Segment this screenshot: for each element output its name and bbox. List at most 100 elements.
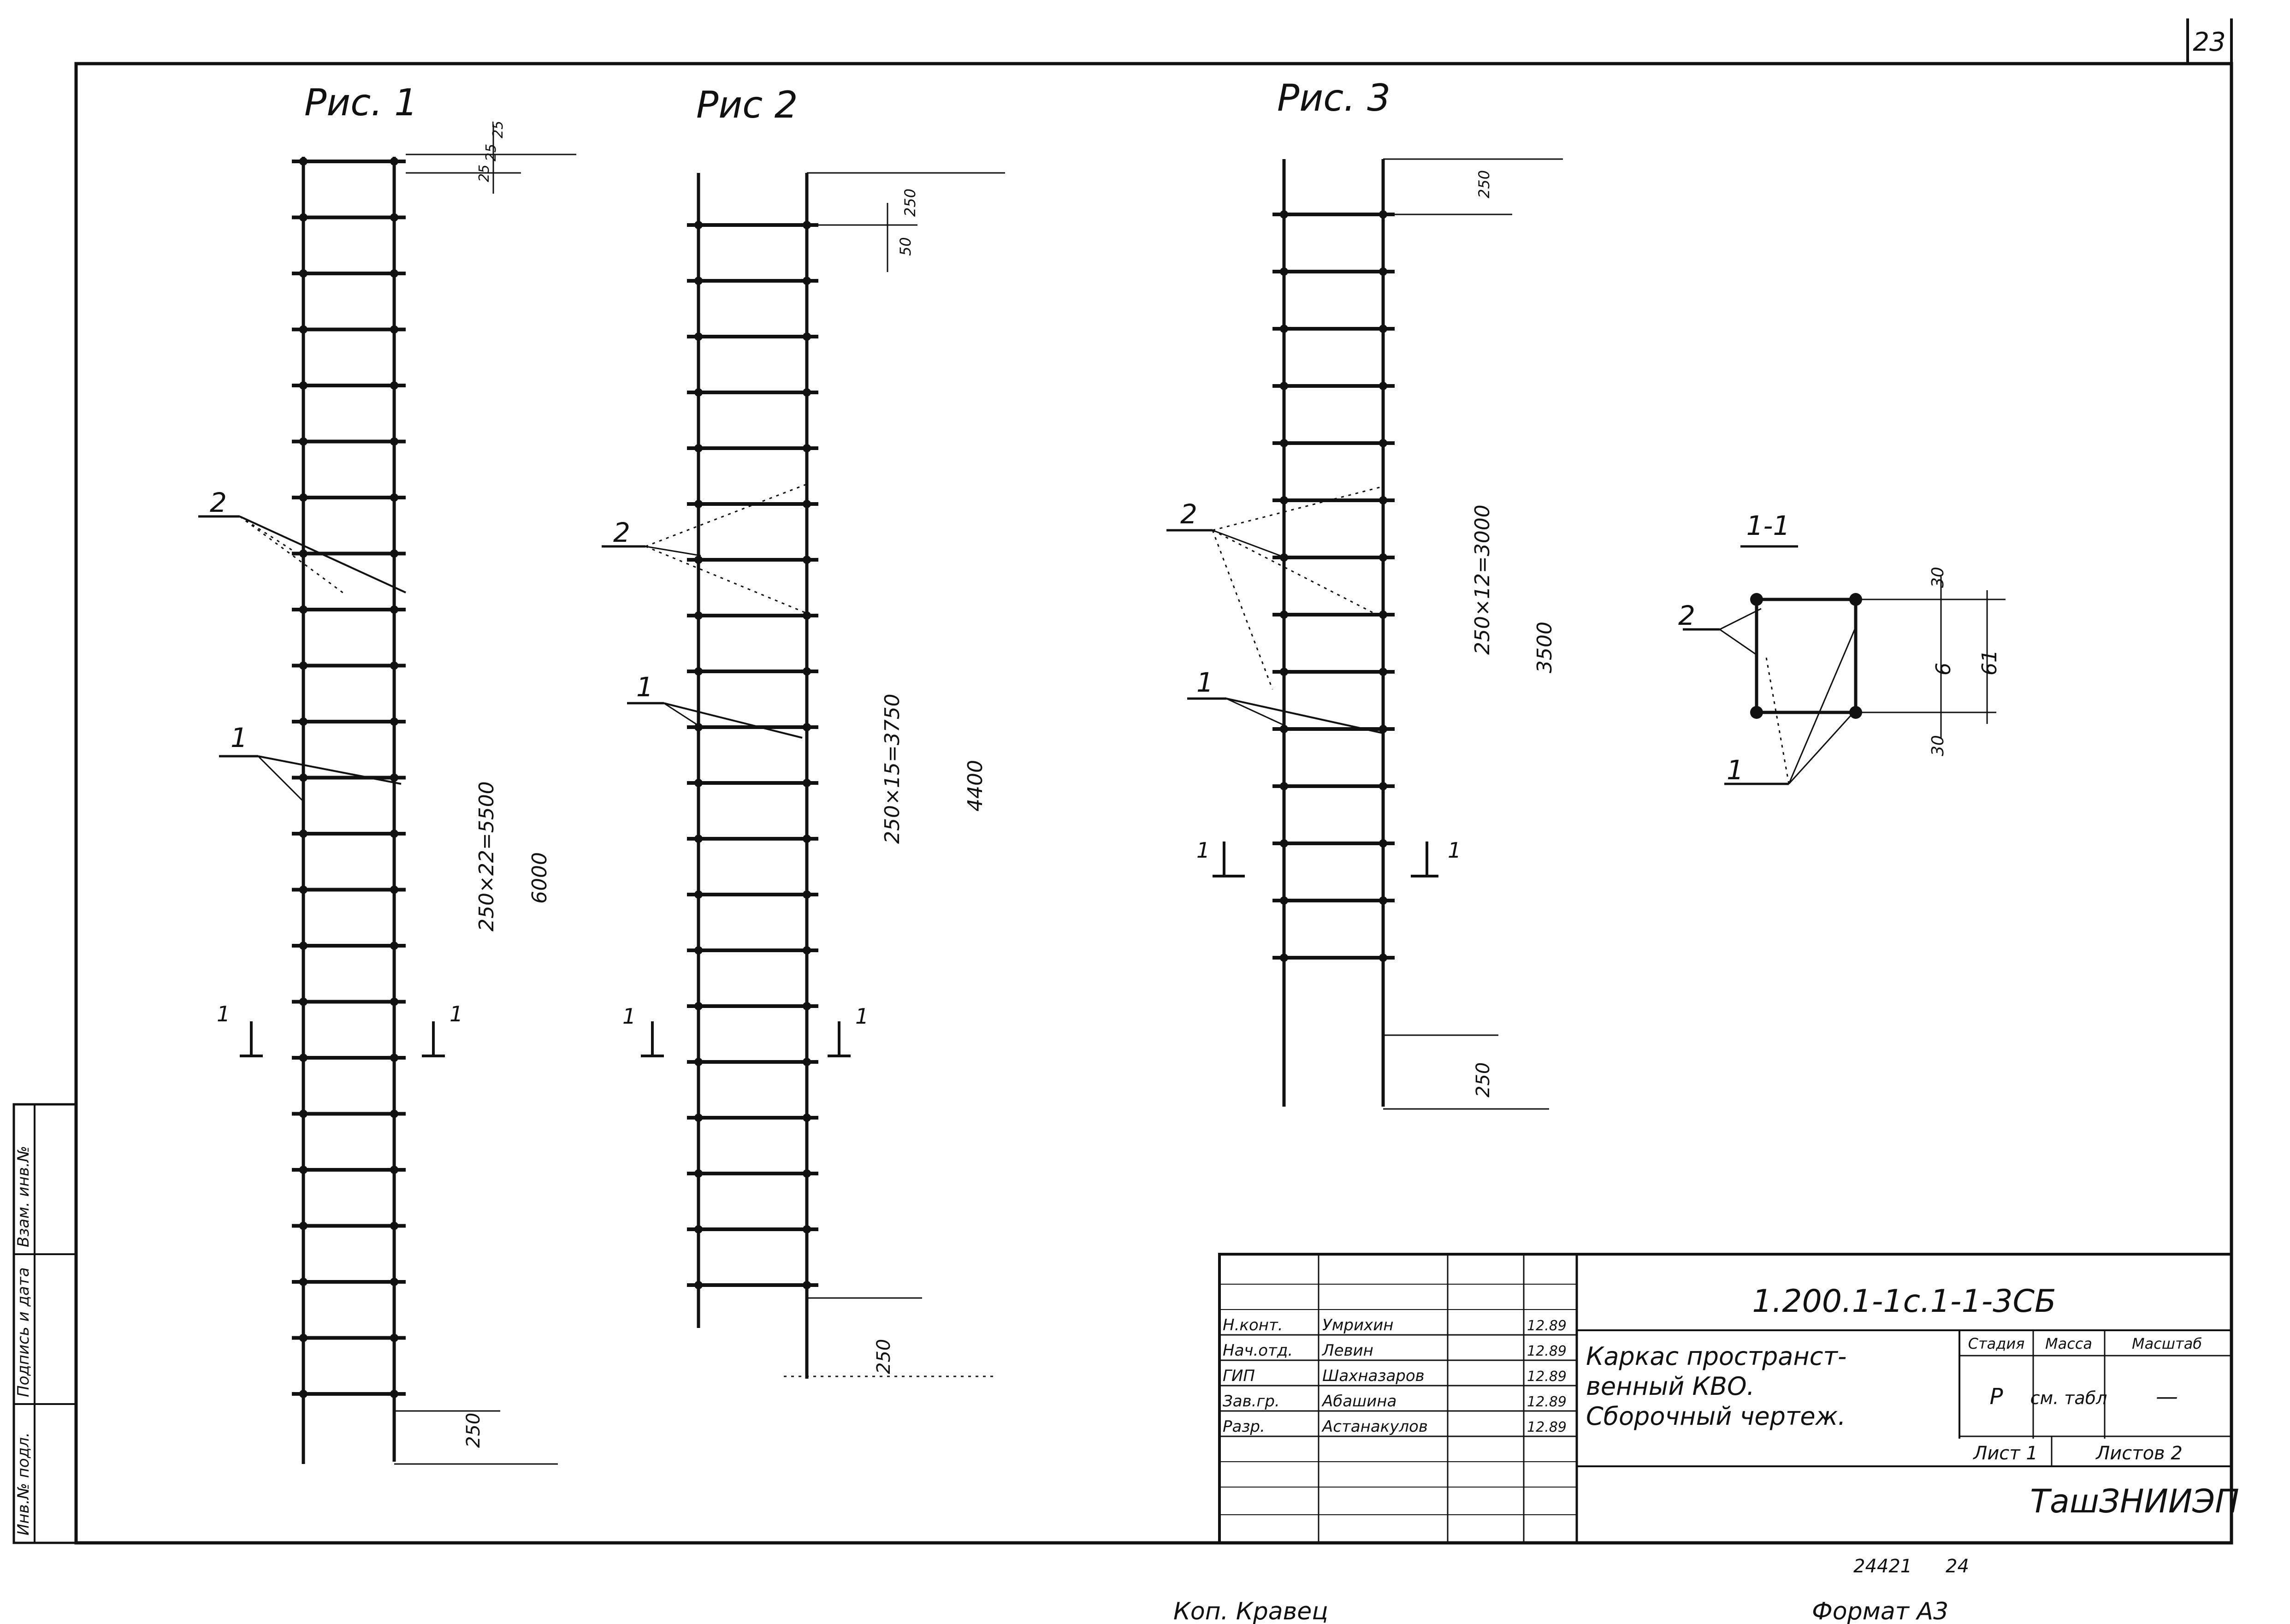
weld-point bbox=[1280, 610, 1288, 619]
rod-section-point bbox=[1750, 593, 1763, 606]
leader-line bbox=[239, 516, 406, 593]
figure-3-dim-end: 250 bbox=[1473, 1062, 1494, 1097]
figure-1-title: Рис. 1 bbox=[304, 81, 418, 124]
weld-point bbox=[1280, 439, 1288, 447]
weld-point bbox=[299, 1166, 308, 1174]
leader-line bbox=[1719, 628, 1757, 656]
weld-point bbox=[1280, 496, 1288, 504]
weld-point bbox=[299, 157, 308, 166]
weld-point bbox=[299, 885, 308, 894]
weld-point bbox=[694, 890, 703, 899]
sheet-number: 23 bbox=[2193, 27, 2225, 57]
figure-1-callout-2: 2 bbox=[210, 487, 227, 518]
weld-point bbox=[299, 493, 308, 502]
leader-line bbox=[1719, 608, 1762, 630]
weld-point bbox=[803, 946, 811, 954]
name: Шахназаров bbox=[1322, 1367, 1425, 1385]
figure-3-callout-1: 1 bbox=[1196, 667, 1213, 698]
section-1-1: 1-1 30 6 30 61 2 1 bbox=[1678, 510, 2006, 786]
weld-point bbox=[1280, 839, 1288, 848]
weld-point bbox=[1280, 267, 1288, 276]
weld-point bbox=[390, 437, 398, 446]
role-row: Разр. Астанакулов 12.89 bbox=[1223, 1417, 1567, 1436]
figure-2: Рис 2 250×15=3750 4400 250 250 50 2 1 1 … bbox=[602, 83, 1005, 1379]
role-row: Н.конт. Умрихин 12.89 bbox=[1223, 1316, 1567, 1334]
weld-point bbox=[299, 1390, 308, 1398]
figure-3-dim-top-a: 250 bbox=[1475, 170, 1493, 198]
weld-point bbox=[390, 1390, 398, 1398]
name: Астанакулов bbox=[1321, 1417, 1428, 1436]
weld-point bbox=[694, 1281, 703, 1289]
weld-point bbox=[299, 1334, 308, 1342]
title-line-1: Каркас пространст- bbox=[1586, 1342, 1846, 1371]
leader-line bbox=[1212, 530, 1273, 690]
weld-point bbox=[1280, 954, 1288, 962]
weld-point bbox=[1379, 325, 1387, 333]
weld-point bbox=[390, 605, 398, 614]
figure-2-dim-overall: 4400 bbox=[964, 760, 987, 812]
weld-point bbox=[694, 1002, 703, 1010]
weld-point bbox=[390, 1221, 398, 1230]
weld-point bbox=[803, 388, 811, 397]
weld-point bbox=[1280, 896, 1288, 905]
weld-point bbox=[694, 1225, 703, 1233]
scale-label: Масштаб bbox=[2132, 1335, 2202, 1352]
figure-2-callout-1: 1 bbox=[636, 671, 653, 703]
weld-point bbox=[694, 1169, 703, 1178]
weld-point bbox=[1379, 782, 1387, 790]
figure-3-callout-2: 2 bbox=[1180, 498, 1197, 530]
weld-point bbox=[803, 1225, 811, 1233]
stamp-inv-no: Инв.№ подл. bbox=[14, 1432, 33, 1535]
weld-point bbox=[390, 830, 398, 838]
doc-code: 1.200.1-1с.1-1-3СБ bbox=[1752, 1283, 2056, 1320]
figure-1-section-mark-left: 1 bbox=[217, 1002, 230, 1026]
stage-label: Стадия bbox=[1968, 1335, 2025, 1352]
leader-line bbox=[1788, 627, 1857, 784]
title-line-3: Сборочный чертеж. bbox=[1586, 1402, 1846, 1431]
weld-point bbox=[299, 830, 308, 838]
weld-point bbox=[1379, 668, 1387, 676]
leader-line bbox=[1212, 529, 1384, 619]
weld-point bbox=[803, 332, 811, 341]
leader-line bbox=[239, 516, 305, 559]
figure-3-section-mark-left: 1 bbox=[1196, 838, 1210, 863]
weld-point bbox=[1379, 725, 1387, 733]
figure-1-section-mark-right: 1 bbox=[450, 1002, 463, 1026]
weld-point bbox=[694, 556, 703, 564]
weld-point bbox=[803, 1114, 811, 1122]
weld-point bbox=[390, 773, 398, 782]
section-dim-bottom: 30 bbox=[1929, 735, 1947, 756]
stamp-replaced-inv: Взам. инв.№ bbox=[14, 1146, 33, 1247]
leader-line bbox=[239, 516, 346, 596]
weld-point bbox=[694, 1114, 703, 1122]
weld-point bbox=[694, 332, 703, 341]
weld-point bbox=[1280, 725, 1288, 733]
organization: ТашЗНИИЭП bbox=[2030, 1482, 2239, 1520]
sheet-number-box: 23 bbox=[2186, 18, 2233, 65]
weld-point bbox=[1379, 839, 1387, 848]
leader-line bbox=[258, 755, 402, 785]
weld-point bbox=[694, 835, 703, 843]
weld-point bbox=[694, 388, 703, 397]
weld-point bbox=[803, 835, 811, 843]
leader-line bbox=[1212, 529, 1287, 559]
weld-point bbox=[1379, 439, 1387, 447]
role: ГИП bbox=[1223, 1367, 1255, 1385]
weld-point bbox=[803, 611, 811, 620]
weld-point bbox=[390, 1278, 398, 1286]
leader-line bbox=[1788, 709, 1857, 785]
weld-point bbox=[803, 277, 811, 285]
figure-2-dim-top-b: 50 bbox=[897, 237, 914, 256]
figure-2-section-mark-left: 1 bbox=[622, 1004, 636, 1029]
weld-point bbox=[299, 325, 308, 334]
title-block: 1.200.1-1с.1-1-3СБ Каркас пространст- ве… bbox=[1218, 1253, 2239, 1544]
weld-point bbox=[390, 157, 398, 166]
mass-label: Масса bbox=[2045, 1335, 2092, 1352]
weld-point bbox=[390, 381, 398, 390]
weld-point bbox=[299, 437, 308, 446]
figure-1-callout-1: 1 bbox=[231, 722, 248, 753]
weld-point bbox=[390, 997, 398, 1006]
name: Левин bbox=[1321, 1341, 1373, 1360]
page-number: 24 bbox=[1946, 1556, 1969, 1577]
figure-2-title: Рис 2 bbox=[696, 83, 798, 126]
